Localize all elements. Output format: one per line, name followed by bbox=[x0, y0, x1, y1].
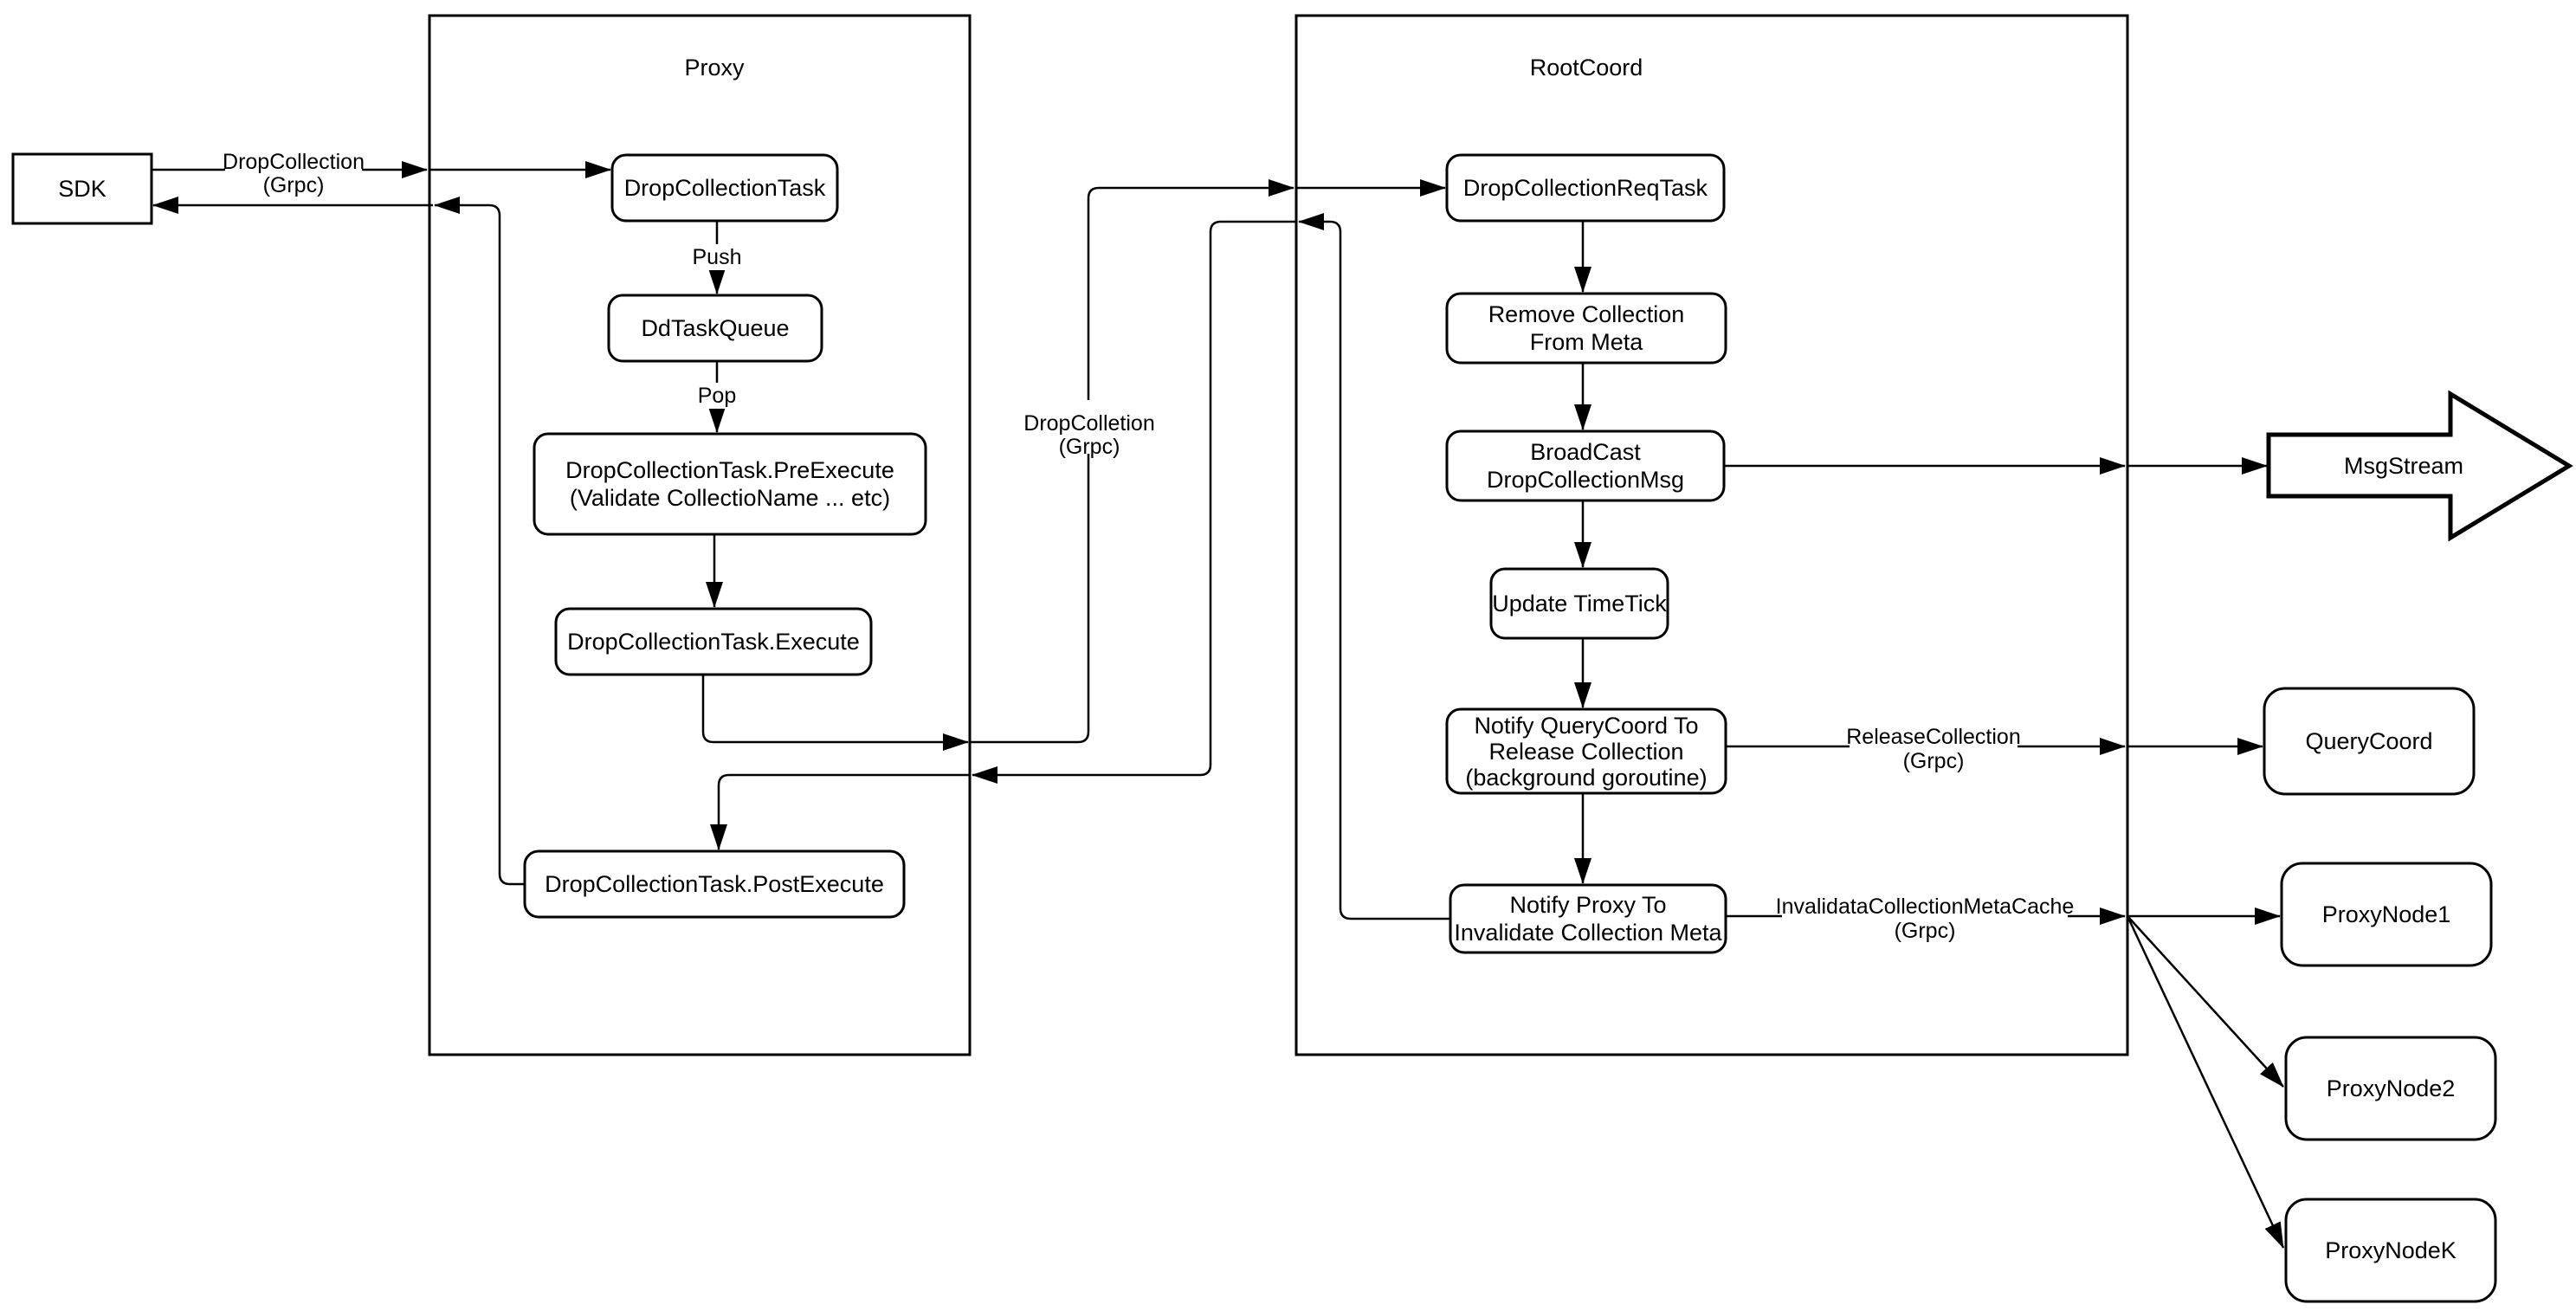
update-timetick-box bbox=[1489, 567, 1669, 640]
msgstream-label: MsgStream bbox=[2344, 453, 2463, 479]
node-notify-querycoord: Notify QueryCoord To Release Collection … bbox=[1445, 707, 1727, 795]
notify-querycoord-label-line3: (background goroutine) bbox=[1465, 765, 1707, 791]
edge-label-grpc: (Grpc) bbox=[263, 173, 325, 197]
broadcast-box bbox=[1445, 429, 1726, 502]
edge-label-invalidatacollectionmetacache: InvalidataCollectionMetaCache bbox=[1776, 894, 2075, 919]
label-bg bbox=[1020, 400, 1159, 454]
proxynode1-box bbox=[2280, 862, 2493, 967]
notify-proxy-box bbox=[1449, 883, 1727, 954]
dropcollectiontask-box bbox=[610, 153, 839, 223]
rootcoord-container-title: RootCoord bbox=[1530, 55, 1643, 81]
label-bg bbox=[688, 244, 746, 270]
label-bg bbox=[1850, 720, 2018, 772]
postexecute-box bbox=[523, 849, 906, 919]
edge-label-dropcolletion: DropColletion bbox=[1023, 411, 1154, 436]
label-pop: Pop bbox=[694, 383, 740, 409]
node-execute: DropCollectionTask.Execute bbox=[554, 607, 873, 676]
remove-collection-label-line1: Remove Collection bbox=[1488, 301, 1685, 327]
notify-proxy-label-line2: Invalidate Collection Meta bbox=[1454, 920, 1722, 946]
notify-querycoord-label-line1: Notify QueryCoord To bbox=[1474, 713, 1698, 739]
querycoord-label: QueryCoord bbox=[2305, 728, 2432, 754]
label-dropcolletion-grpc-mid: DropColletion (Grpc) bbox=[1020, 400, 1159, 459]
edge-execute-to-proxy-border bbox=[701, 675, 969, 751]
node-update-timetick: Update TimeTick bbox=[1489, 567, 1669, 640]
broadcast-label-line2: DropCollectionMsg bbox=[1487, 467, 1684, 493]
postexecute-label: DropCollectionTask.PostExecute bbox=[545, 871, 884, 897]
proxynodek-label: ProxyNodeK bbox=[2325, 1237, 2457, 1263]
notify-querycoord-box bbox=[1445, 707, 1727, 795]
edge-label-releasecollection: ReleaseCollection bbox=[1846, 725, 2021, 749]
node-sdk: SDK bbox=[11, 152, 153, 225]
node-notify-proxy: Notify Proxy To Invalidate Collection Me… bbox=[1449, 883, 1727, 954]
label-invalidatacollectionmetacache-grpc: InvalidataCollectionMetaCache (Grpc) bbox=[1776, 890, 2075, 943]
edge-label-grpc: (Grpc) bbox=[1059, 435, 1120, 459]
update-timetick-label: Update TimeTick bbox=[1492, 591, 1667, 617]
edge-label-pop: Pop bbox=[698, 384, 736, 408]
node-dropcollectiontask: DropCollectionTask bbox=[610, 153, 839, 223]
preexecute-label-line1: DropCollectionTask.PreExecute bbox=[565, 457, 894, 483]
proxynodek-box bbox=[2284, 1198, 2497, 1303]
edge-label-dropcollection: DropCollection bbox=[223, 150, 365, 174]
label-dropcollection-grpc-left: DropCollection (Grpc) bbox=[223, 145, 365, 197]
node-ddtaskqueue: DdTaskQueue bbox=[607, 294, 823, 363]
sdk-label: SDK bbox=[58, 176, 107, 202]
edge-proxy-to-rootcoord bbox=[970, 179, 1294, 744]
dropcollectionreqtask-label: DropCollectionReqTask bbox=[1463, 175, 1708, 201]
edge-fanout-proxynode2 bbox=[2127, 915, 2284, 1088]
preexecute-label-line2: (Validate CollectioName ... etc) bbox=[570, 485, 890, 511]
sdk-box bbox=[11, 152, 153, 225]
dropcollectiontask-label: DropCollectionTask bbox=[624, 175, 826, 201]
edge-label-grpc: (Grpc) bbox=[1903, 749, 1965, 773]
node-postexecute: DropCollectionTask.PostExecute bbox=[523, 849, 906, 919]
proxynode2-box bbox=[2284, 1036, 2497, 1141]
proxynode1-label: ProxyNode1 bbox=[2322, 901, 2451, 927]
edge-rootcoord-to-proxy-return bbox=[972, 220, 1296, 784]
preexecute-box bbox=[533, 432, 927, 536]
node-dropcollectionreqtask: DropCollectionReqTask bbox=[1445, 153, 1726, 223]
label-bg bbox=[1782, 890, 2068, 942]
edge-label-push: Push bbox=[693, 245, 742, 269]
dropcollectionreqtask-box bbox=[1445, 153, 1726, 223]
execute-label: DropCollectionTask.Execute bbox=[567, 629, 860, 655]
edge-postexecute-to-proxy-border bbox=[434, 197, 525, 886]
node-remove-collection-from-meta: Remove Collection From Meta bbox=[1445, 292, 1727, 365]
edge-label-grpc: (Grpc) bbox=[1895, 919, 1956, 943]
node-proxynodek: ProxyNodeK bbox=[2284, 1198, 2497, 1303]
broadcast-label-line1: BroadCast bbox=[1530, 439, 1641, 465]
node-preexecute: DropCollectionTask.PreExecute (Validate … bbox=[533, 432, 927, 536]
notify-querycoord-label-line2: Release Collection bbox=[1488, 739, 1683, 765]
label-push: Push bbox=[688, 244, 746, 270]
remove-collection-box bbox=[1445, 292, 1727, 365]
proxy-container-title: Proxy bbox=[684, 55, 745, 81]
edge-proxy-border-to-postexecute bbox=[710, 773, 970, 850]
msgstream-arrow-shape bbox=[2266, 390, 2573, 542]
ddtaskqueue-label: DdTaskQueue bbox=[641, 315, 789, 341]
label-bg bbox=[225, 145, 362, 197]
remove-collection-label-line2: From Meta bbox=[1530, 329, 1644, 355]
node-proxynode2: ProxyNode2 bbox=[2284, 1036, 2497, 1141]
edge-fanout-proxynodek bbox=[2126, 915, 2285, 1249]
label-bg bbox=[694, 383, 740, 409]
notify-proxy-label-line1: Notify Proxy To bbox=[1509, 892, 1666, 918]
edge-notifyproxy-to-rootcoord-border bbox=[1298, 213, 1450, 920]
node-msgstream: MsgStream bbox=[2266, 390, 2573, 542]
label-releasecollection-grpc: ReleaseCollection (Grpc) bbox=[1846, 720, 2021, 773]
execute-box bbox=[554, 607, 873, 676]
node-broadcast-dropcollectionmsg: BroadCast DropCollectionMsg bbox=[1445, 429, 1726, 502]
node-querycoord: QueryCoord bbox=[2263, 687, 2476, 796]
node-proxynode1: ProxyNode1 bbox=[2280, 862, 2493, 967]
ddtaskqueue-box bbox=[607, 294, 823, 363]
querycoord-box bbox=[2263, 687, 2476, 796]
proxynode2-label: ProxyNode2 bbox=[2327, 1075, 2456, 1101]
